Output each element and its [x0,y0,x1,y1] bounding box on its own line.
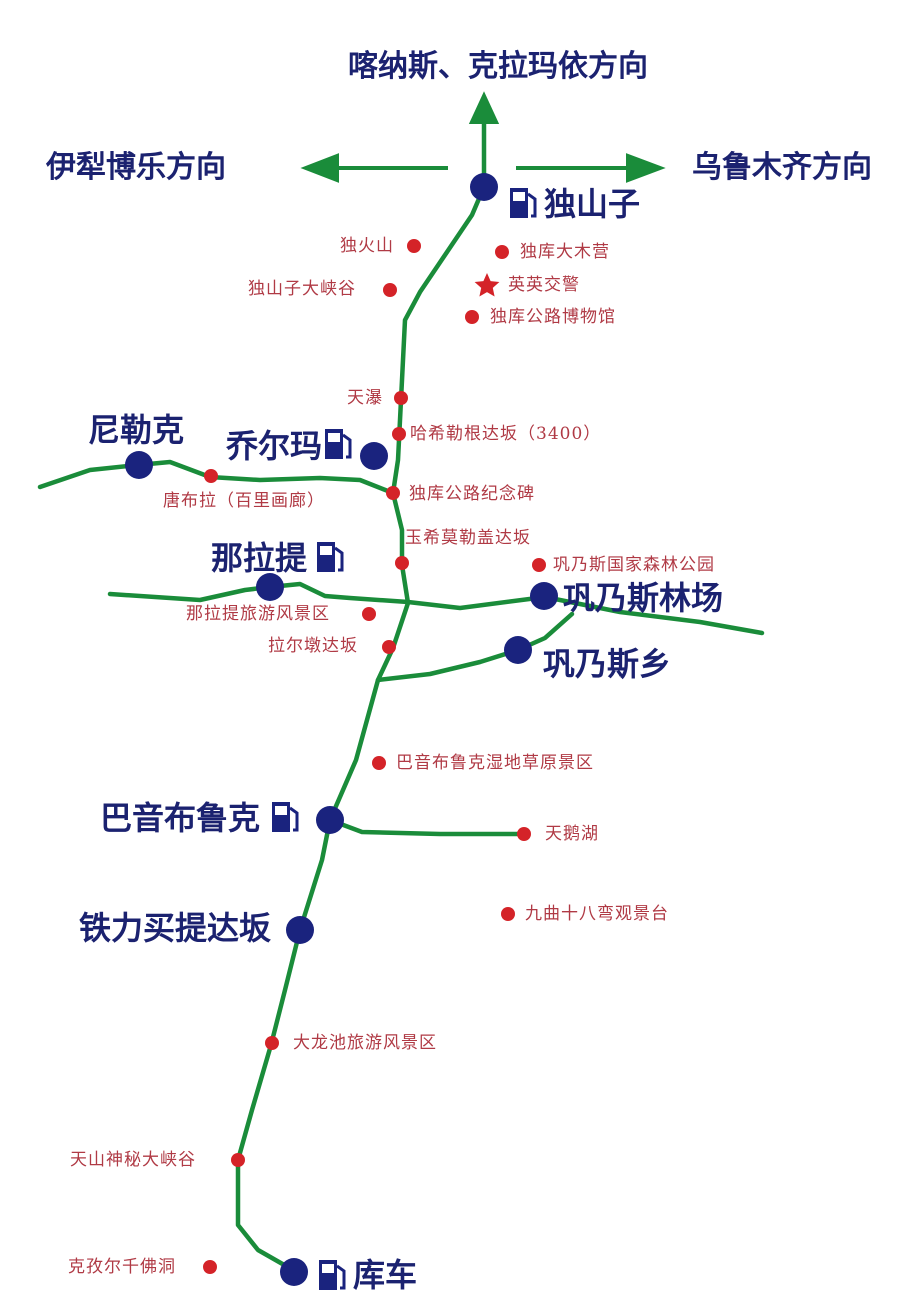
poi-label-duhuoshan: 独火山 [340,236,394,256]
poi-dot-dalongchi [265,1036,279,1050]
direction-label-east: 乌鲁木齐方向 [692,150,872,185]
poi-dot-yuximolegai [395,556,409,570]
poi-dot-laerdun [382,640,396,654]
fuel-station-icon [317,542,344,572]
fuel-station-icon [510,188,537,218]
poi-dot-jiuqu [501,907,515,921]
arrow-north-icon [468,91,500,124]
town-marker-dushanzi [470,173,498,201]
town-label-dushanzi: 独山子 [544,185,641,223]
red-star-icon [474,273,500,297]
poi-label-jiuqu: 九曲十八弯观景台 [525,904,669,924]
town-label-nileke: 尼勒克 [88,411,185,449]
town-label-tielimaiti: 铁力买提达坂 [79,909,272,947]
poi-dot-duhuoshan [407,239,421,253]
town-label-gongnaisi-forest: 巩乃斯林场 [563,579,724,617]
poi-dot-tianpu [394,391,408,405]
fuel-station-icon [272,802,299,832]
direction-label-north: 喀纳斯、克拉玛依方向 [348,49,648,84]
town-marker-nalati [256,573,284,601]
poi-label-kezil: 克孜尔千佛洞 [68,1257,176,1277]
poi-label-swan-lake: 天鹅湖 [545,824,599,844]
arrow-west-icon [300,153,339,183]
poi-dot-dumumuying [495,245,509,259]
direction-label-west: 伊犁博乐方向 [46,150,226,185]
poi-label-nalati-scenic: 那拉提旅游风景区 [186,604,330,624]
town-marker-tielimaiti [286,916,314,944]
poi-label-monument: 独库公路纪念碑 [409,484,535,504]
town-marker-gongnaisi-town [504,636,532,664]
poi-dot-grassland [372,756,386,770]
poi-label-forest-park: 巩乃斯国家森林公园 [553,555,715,575]
poi-label-dumumuying: 独库大木营 [520,242,610,262]
poi-label-tianshan-canyon: 天山神秘大峡谷 [70,1150,196,1170]
poi-dot-tianshan-canyon [231,1153,245,1167]
fuel-station-icon [319,1260,346,1290]
poi-dot-monument [386,486,400,500]
poi-dot-tangbula [204,469,218,483]
town-label-kuche: 库车 [353,1256,418,1294]
town-label-qiaoerma: 乔尔玛 [226,427,323,465]
poi-label-laerdun: 拉尔墩达坂 [268,636,358,656]
road-nalati-gongnaisi [107,581,765,636]
fuel-station-icon [325,429,352,459]
road-swan-lake [327,817,527,837]
main-road-dushanzi-kuche [235,184,487,1273]
town-label-nalati: 那拉提 [211,539,308,577]
town-marker-nileke [125,451,153,479]
poi-dot-forest-park [532,558,546,572]
town-marker-gongnaisi-forest [530,582,558,610]
poi-dot-dushanzi-canyon [383,283,397,297]
poi-label-dalongchi: 大龙池旅游风景区 [293,1033,437,1053]
poi-dot-swan-lake [517,827,531,841]
town-marker-qiaoerma [360,442,388,470]
poi-label-tangbula: 唐布拉（百里画廊） [163,491,325,511]
road-gongnaisi-town [375,611,575,683]
poi-dot-habuqigen [392,427,406,441]
arrow-east-icon [626,153,666,183]
town-marker-kuche [280,1258,308,1286]
poi-dot-kezil [203,1260,217,1274]
town-label-gongnaisi-town: 巩乃斯乡 [543,645,672,683]
poi-label-grassland: 巴音布鲁克湿地草原景区 [396,753,594,773]
poi-dot-museum [465,310,479,324]
poi-label-tianpu: 天瀑 [347,388,383,408]
poi-label-dushanzi-canyon: 独山子大峡谷 [248,279,356,299]
town-marker-bayinbuluke [316,806,344,834]
poi-label-museum: 独库公路博物馆 [490,307,616,327]
poi-label-habuqigen: 哈希勒根达坂（3400） [410,424,602,444]
town-label-bayinbuluke: 巴音布鲁克 [100,799,261,837]
poi-dot-nalati-scenic [362,607,376,621]
poi-label-yuximolegai: 玉希莫勒盖达坂 [405,528,531,548]
poi-label-hero-police: 英英交警 [508,275,580,295]
